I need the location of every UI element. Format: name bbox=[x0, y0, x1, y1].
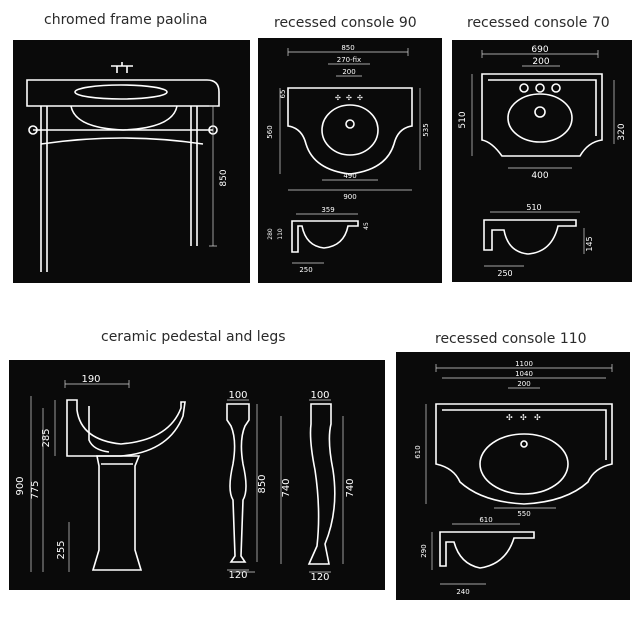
dim-775: 775 bbox=[30, 480, 41, 499]
panel-console-90: 850 270-fix 200 ✣ ✣ ✣ 560 535 65 490 900… bbox=[258, 38, 442, 283]
side-depth: 510 bbox=[526, 203, 541, 212]
dim-width-top: 1040 bbox=[515, 370, 533, 378]
leg-top: 100 bbox=[310, 390, 329, 401]
dim-height-right: 320 bbox=[617, 123, 627, 140]
side-h-1: 45 bbox=[363, 222, 370, 230]
panel-chromed-frame: 850 bbox=[13, 40, 250, 283]
side-depth: 610 bbox=[479, 516, 492, 524]
dim-bowl: 490 bbox=[343, 172, 356, 180]
dim-285: 285 bbox=[41, 428, 52, 447]
title-console-70: recessed console 70 bbox=[467, 15, 610, 31]
dim-width-total: 1100 bbox=[515, 360, 533, 368]
side-bottom: 250 bbox=[299, 266, 312, 274]
dim-255: 255 bbox=[56, 540, 67, 559]
panel-console-70: 690 200 510 320 400 510 145 250 bbox=[452, 40, 632, 282]
side-bottom: 250 bbox=[497, 269, 512, 278]
dim-height-right: 535 bbox=[422, 123, 430, 136]
side-depth: 359 bbox=[321, 206, 334, 214]
title-console-110: recessed console 110 bbox=[435, 331, 587, 347]
dim-height-left: 510 bbox=[458, 111, 468, 128]
dim-height-top: 65 bbox=[279, 90, 287, 99]
panel-pedestal: 190 285 900 775 255 100 850 120 100 740 … bbox=[9, 360, 385, 590]
dim-width-total: 900 bbox=[343, 193, 356, 201]
dim-tap: 200 bbox=[342, 68, 355, 76]
tap-left-icon: ✣ bbox=[506, 413, 513, 422]
tap-left-icon: ✣ bbox=[335, 94, 341, 102]
dim-bowl: 550 bbox=[517, 510, 530, 518]
dim-900: 900 bbox=[15, 476, 26, 495]
tap-center-icon: ✣ bbox=[520, 413, 527, 422]
side-h: 145 bbox=[585, 236, 594, 251]
dim-bowl: 400 bbox=[531, 171, 548, 181]
dim-height-left: 610 bbox=[414, 445, 422, 458]
ped-bottom: 120 bbox=[228, 570, 247, 581]
ped-height: 850 bbox=[257, 474, 268, 493]
dim-fix: 270-fix bbox=[337, 56, 361, 64]
side-h-2: 110 bbox=[277, 228, 284, 240]
dim-width-top: 690 bbox=[531, 45, 548, 55]
dim-tap: 200 bbox=[532, 57, 549, 67]
panel-console-110: 1100 1040 200 ✣ ✣ ✣ 610 550 610 290 240 bbox=[396, 352, 630, 600]
tap-right-icon: ✣ bbox=[357, 94, 363, 102]
dim-height: 850 bbox=[219, 169, 229, 186]
tap-center-icon: ✣ bbox=[346, 94, 352, 102]
side-h: 290 bbox=[420, 544, 428, 557]
dim-top-width: 190 bbox=[81, 374, 100, 385]
leg-height: 740 bbox=[281, 478, 292, 497]
dim-height-left: 560 bbox=[266, 125, 274, 138]
dim-tap: 200 bbox=[517, 380, 530, 388]
title-pedestal: ceramic pedestal and legs bbox=[101, 329, 286, 345]
dim-width-top: 850 bbox=[341, 44, 354, 52]
ped-top: 100 bbox=[228, 390, 247, 401]
leg2-height: 740 bbox=[345, 478, 356, 497]
side-h-3: 280 bbox=[267, 228, 274, 240]
title-chromed-frame: chromed frame paolina bbox=[44, 12, 208, 28]
title-console-90: recessed console 90 bbox=[274, 15, 417, 31]
tap-right-icon: ✣ bbox=[534, 413, 541, 422]
side-bottom: 240 bbox=[456, 588, 469, 596]
leg-bottom: 120 bbox=[310, 572, 329, 583]
